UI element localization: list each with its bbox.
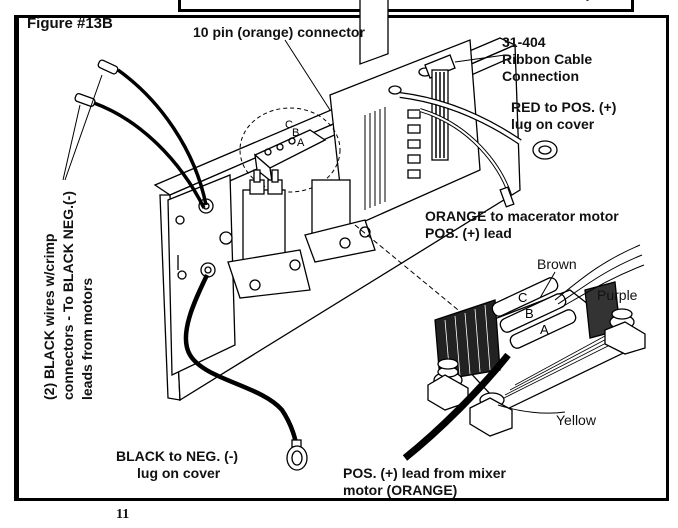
ribbon-part-number: 31-404 <box>502 34 546 50</box>
black-crimp-label-line3: leads from motors <box>79 277 95 400</box>
header-box <box>178 0 634 12</box>
black-crimp-wires <box>62 59 208 209</box>
red-positive-wire <box>399 92 558 160</box>
black-negative-label-line1: BLACK to NEG. (-) <box>116 448 239 464</box>
figure-title: Figure #13B <box>27 15 113 32</box>
ten-pin-connector-label: 10 pin (orange) connector <box>193 24 365 40</box>
ribbon-label-line2: Connection <box>502 68 579 84</box>
ten-pin-connector: C B A <box>239 39 341 193</box>
header-mark <box>586 0 589 1</box>
relay-right <box>304 179 376 263</box>
svg-text:A: A <box>297 137 305 149</box>
svg-text:B: B <box>292 127 299 139</box>
svg-text:C: C <box>518 290 527 305</box>
page-number: 11 <box>116 507 130 522</box>
red-positive-label-line1: RED to POS. (+) <box>511 99 617 115</box>
ribbon-cable-connector <box>424 54 506 161</box>
red-positive-label-line2: lug on cover <box>511 116 595 132</box>
wire-color-purple: Purple <box>597 287 638 303</box>
svg-text:B: B <box>525 306 534 321</box>
svg-text:C: C <box>285 119 293 131</box>
mixer-positive-label-line2: motor (ORANGE) <box>343 482 458 498</box>
black-crimp-label-line1: (2) BLACK wires w/crimp <box>41 233 57 400</box>
mixer-positive-label-line1: POS. (+) lead from mixer <box>343 465 506 481</box>
black-crimp-label-line2: connectors - To BLACK NEG.(-) <box>60 191 76 400</box>
wire-color-yellow: Yellow <box>556 412 596 428</box>
svg-text:A: A <box>540 322 549 337</box>
black-negative-wire <box>183 274 308 471</box>
ribbon-label-line1: Ribbon Cable <box>502 51 593 67</box>
orange-macerator-label-line1: ORANGE to macerator motor <box>425 208 619 224</box>
dashed-leader <box>354 224 481 329</box>
figure-frame <box>14 15 669 501</box>
colored-leads <box>497 244 645 414</box>
mixer-positive-lead <box>402 352 511 461</box>
wire-color-brown: Brown <box>537 256 577 272</box>
black-negative-label-line2: lug on cover <box>137 465 221 481</box>
orange-macerator-label-line2: POS. (+) lead <box>425 225 512 241</box>
black-crimp-wires-label: (2) BLACK wires w/crimp connectors - To … <box>40 191 97 400</box>
relay-left <box>227 169 311 299</box>
orange-macerator-wire <box>419 108 515 208</box>
